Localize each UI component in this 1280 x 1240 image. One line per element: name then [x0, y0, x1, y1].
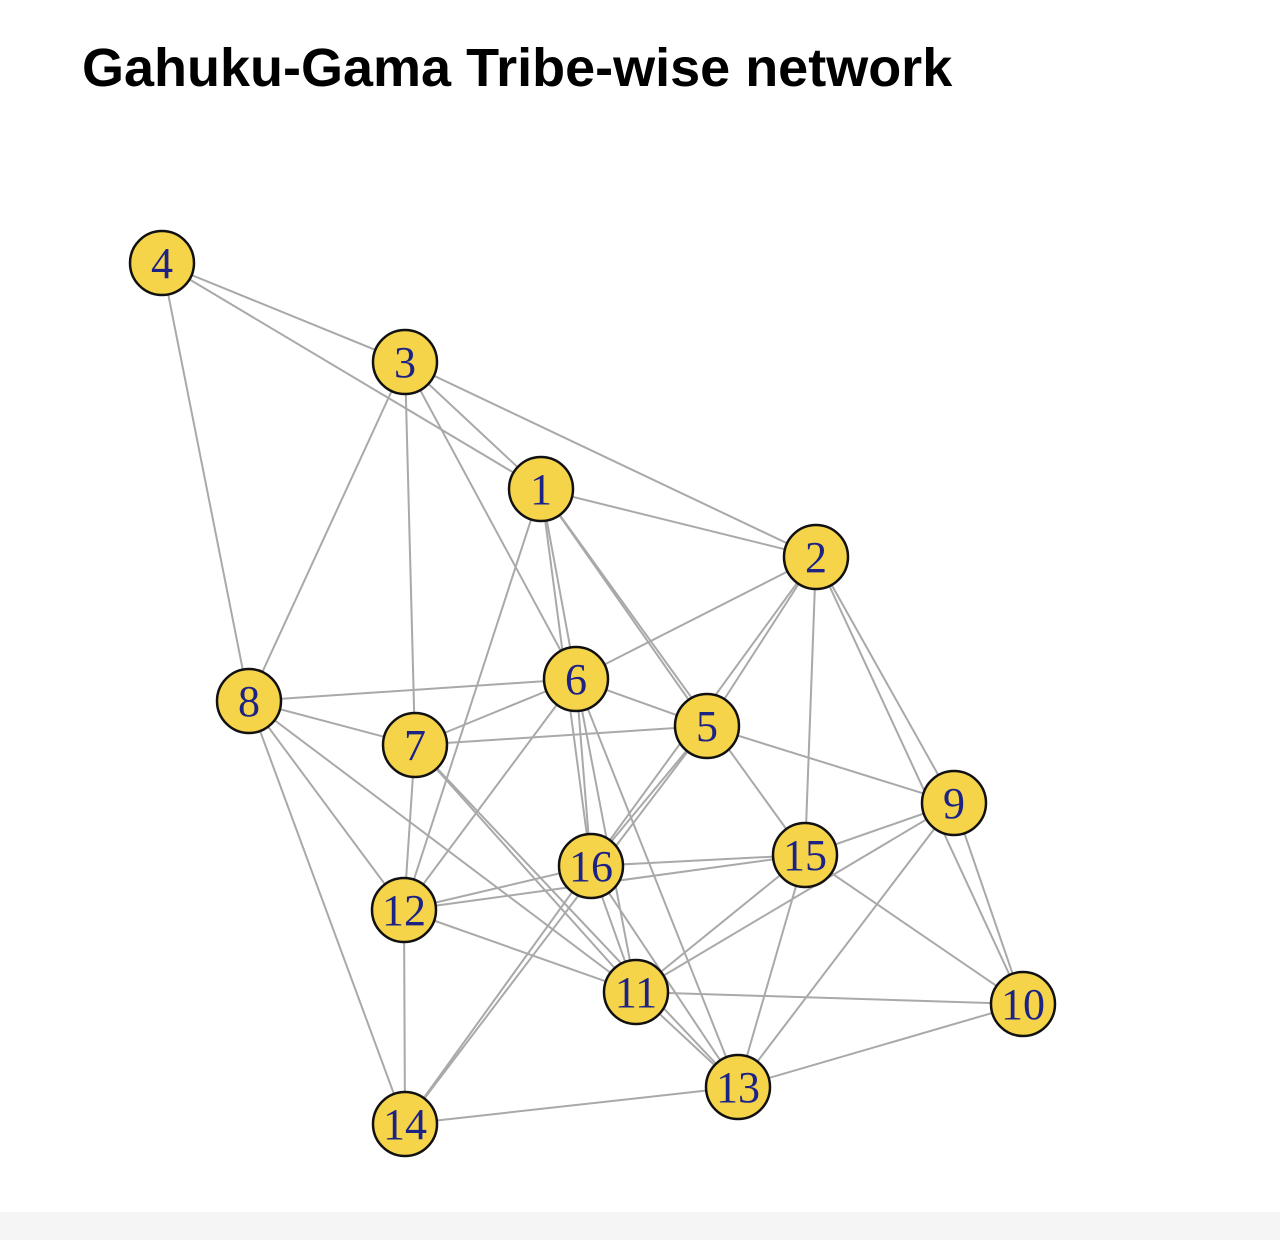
node-2[interactable]: 2 — [782, 523, 850, 591]
node-label: 5 — [696, 702, 718, 751]
edge-4-8 — [161, 262, 250, 702]
node-circle — [371, 328, 439, 396]
node-circle — [128, 229, 196, 297]
node-circle — [371, 1090, 439, 1158]
node-label: 11 — [615, 968, 657, 1017]
edge-11-10 — [635, 991, 1024, 1005]
edge-7-11 — [414, 744, 637, 993]
node-15[interactable]: 15 — [771, 821, 839, 889]
node-label: 1 — [530, 465, 552, 514]
node-label: 3 — [394, 338, 416, 387]
node-circle — [370, 876, 438, 944]
node-label: 9 — [943, 779, 965, 828]
node-circle — [557, 832, 625, 900]
edge-7-13 — [414, 744, 739, 1088]
node-circle — [782, 523, 850, 591]
edge-15-13 — [737, 854, 806, 1088]
edge-8-6 — [248, 678, 577, 702]
node-4[interactable]: 4 — [128, 229, 196, 297]
edge-9-10 — [953, 802, 1024, 1005]
edge-3-2 — [404, 361, 817, 558]
edge-6-13 — [575, 678, 739, 1088]
bottom-band — [0, 1212, 1280, 1240]
node-16[interactable]: 16 — [557, 832, 625, 900]
node-label: 10 — [1001, 980, 1045, 1029]
edge-9-13 — [737, 802, 955, 1088]
edge-3-7 — [404, 361, 416, 746]
edge-4-3 — [161, 262, 406, 363]
node-label: 12 — [382, 886, 426, 935]
node-circle — [704, 1053, 772, 1121]
node-label: 7 — [404, 721, 426, 770]
edge-15-11 — [635, 854, 806, 993]
edge-6-12 — [403, 678, 577, 911]
edge-1-12 — [403, 488, 542, 911]
node-circle — [989, 970, 1057, 1038]
edge-5-14 — [404, 725, 708, 1125]
node-circle — [920, 769, 988, 837]
edge-2-15 — [804, 556, 817, 856]
page-title: Gahuku-Gama Tribe-wise network — [82, 38, 953, 98]
node-13[interactable]: 13 — [704, 1053, 772, 1121]
edge-2-10 — [815, 556, 1024, 1005]
edge-2-6 — [575, 556, 817, 680]
node-label: 14 — [383, 1100, 427, 1149]
node-label: 4 — [151, 239, 173, 288]
node-label: 8 — [238, 677, 260, 726]
node-circle — [602, 958, 670, 1026]
node-14[interactable]: 14 — [371, 1090, 439, 1158]
edge-9-11 — [635, 802, 955, 993]
edge-12-11 — [403, 909, 637, 993]
edge-2-5 — [706, 556, 817, 727]
node-label: 15 — [783, 831, 827, 880]
edge-1-15 — [540, 488, 806, 856]
edge-5-9 — [706, 725, 955, 804]
edge-15-10 — [804, 854, 1024, 1005]
node-label: 2 — [805, 533, 827, 582]
edge-3-8 — [248, 361, 406, 702]
node-3[interactable]: 3 — [371, 328, 439, 396]
node-circle — [542, 645, 610, 713]
node-12[interactable]: 12 — [370, 876, 438, 944]
node-11[interactable]: 11 — [602, 958, 670, 1026]
edge-16-14 — [404, 865, 592, 1125]
edge-2-9 — [815, 556, 955, 804]
edge-13-10 — [737, 1003, 1024, 1088]
node-circle — [215, 667, 283, 735]
node-8[interactable]: 8 — [215, 667, 283, 735]
node-6[interactable]: 6 — [542, 645, 610, 713]
edge-16-15 — [590, 854, 806, 867]
node-circle — [771, 821, 839, 889]
edge-4-1 — [161, 262, 542, 490]
node-label: 16 — [569, 842, 613, 891]
node-circle — [673, 692, 741, 760]
node-circle — [381, 711, 449, 779]
node-1[interactable]: 1 — [507, 455, 575, 523]
node-label: 13 — [716, 1063, 760, 1112]
node-7[interactable]: 7 — [381, 711, 449, 779]
node-circle — [507, 455, 575, 523]
edge-12-14 — [403, 909, 406, 1125]
edge-3-6 — [404, 361, 577, 680]
edge-6-11 — [575, 678, 637, 993]
edge-8-11 — [248, 700, 637, 993]
node-9[interactable]: 9 — [920, 769, 988, 837]
node-5[interactable]: 5 — [673, 692, 741, 760]
edge-1-2 — [540, 488, 817, 558]
edge-8-12 — [248, 700, 405, 911]
edge-7-5 — [414, 725, 708, 746]
edge-13-14 — [404, 1086, 739, 1125]
node-10[interactable]: 10 — [989, 970, 1057, 1038]
edge-8-14 — [248, 700, 406, 1125]
node-label: 6 — [565, 655, 587, 704]
